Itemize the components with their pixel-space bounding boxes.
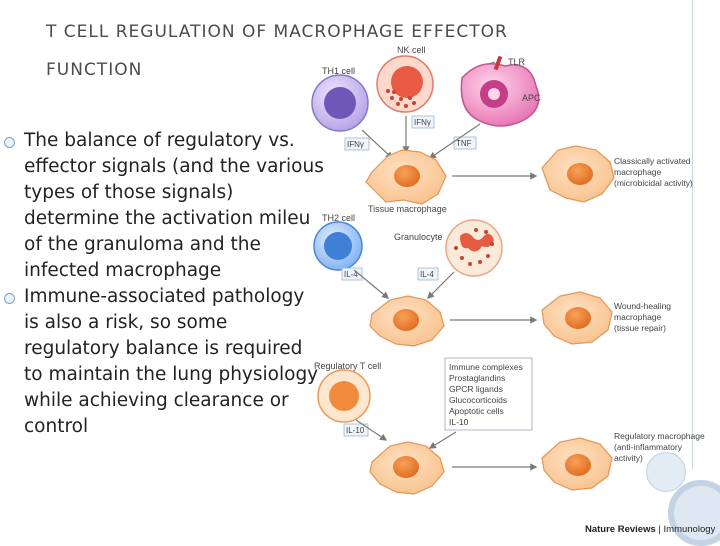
classical-outcome-line3: (microbicidal activity) xyxy=(614,178,693,188)
il4-box-b xyxy=(417,267,439,281)
tnf-label: TNF xyxy=(456,139,472,148)
slide-title: T CELL REGULATION OF MACROPHAGE EFFECTOR… xyxy=(46,18,606,84)
tissue-macrophage-label: Tissue macrophage xyxy=(368,204,447,214)
regulatory-outcome-line3: activity) xyxy=(614,453,643,463)
ifng-top-label: IFNγ xyxy=(414,118,431,127)
wound-outcome-line3: (tissue repair) xyxy=(614,323,666,333)
classical-outcome-line2: macrophage xyxy=(614,167,662,177)
classical-macrophage-icon xyxy=(541,145,615,203)
th1-cell-label: TH1 cell xyxy=(322,66,355,76)
tnf-box xyxy=(453,136,477,150)
apc-label: APC xyxy=(522,93,541,103)
il4-label-b: IL-4 xyxy=(420,270,434,279)
tissue-macrophage-3-icon xyxy=(369,441,445,495)
ifng-left-box xyxy=(344,137,370,151)
wound-outcome-line1: Wound-healing xyxy=(614,301,671,311)
credit-section: | Immunology xyxy=(658,524,716,535)
bullet-icon xyxy=(4,137,15,148)
stimulus-item: IL-10 xyxy=(449,417,469,427)
nk-cell-icon xyxy=(376,55,434,113)
il4-label-a: IL-4 xyxy=(344,270,358,279)
figure-credit: Nature Reviews | Immunology xyxy=(585,524,715,535)
ifng-left-label: IFNγ xyxy=(347,140,364,149)
bullet-icon xyxy=(4,293,15,304)
slide-title-line2: FUNCTION xyxy=(46,60,143,80)
stimulus-item: Apoptotic cells xyxy=(449,406,504,416)
ifng-top-box xyxy=(411,115,435,129)
apc-cell-icon xyxy=(460,55,540,127)
th1-cell-icon xyxy=(311,74,369,132)
credit-journal: Nature Reviews xyxy=(585,524,656,535)
stimulus-item: GPCR ligands xyxy=(449,384,503,394)
bullet-text: The balance of regulatory vs. effector s… xyxy=(24,130,324,281)
il4-box-a xyxy=(341,267,363,281)
th2-cell-label: TH2 cell xyxy=(322,213,355,223)
stimulus-item: Immune complexes xyxy=(449,362,523,372)
decor-circle-small xyxy=(646,452,686,492)
nk-cell-label: NK cell xyxy=(397,45,426,55)
il10-box xyxy=(343,423,369,437)
regulatory-outcome-line2: (anti-inflammatory xyxy=(614,442,683,452)
classical-outcome-line1: Classically activated xyxy=(614,156,691,166)
bullet-text: Immune-associated pathology is also a ri… xyxy=(24,286,319,437)
granulocyte-icon xyxy=(445,219,503,277)
regulatory-stimuli-box xyxy=(444,357,533,431)
wound-healing-macrophage-icon xyxy=(541,291,613,345)
regulatory-outcome-line1: Regulatory macrophage xyxy=(614,431,705,441)
bullet-item: Immune-associated pathology is also a ri… xyxy=(4,284,324,440)
tissue-macrophage-2-icon xyxy=(369,295,445,347)
bullet-list: The balance of regulatory vs. effector s… xyxy=(4,128,324,440)
regulatory-macrophage-icon xyxy=(541,437,613,491)
tlr-label: TLR xyxy=(508,57,526,67)
tissue-macrophage-icon xyxy=(365,149,447,205)
il10-label: IL-10 xyxy=(346,426,365,435)
stimulus-item: Prostaglandins xyxy=(449,373,505,383)
stimulus-item: Glucocorticoids xyxy=(449,395,507,405)
slide-title-line1: T CELL REGULATION OF MACROPHAGE EFFECTOR xyxy=(46,22,508,42)
wound-outcome-line2: macrophage xyxy=(614,312,662,322)
granulocyte-label: Granulocyte xyxy=(394,232,443,242)
treg-label: Regulatory T cell xyxy=(314,361,381,371)
th2-cell-icon xyxy=(313,221,363,271)
bullet-item: The balance of regulatory vs. effector s… xyxy=(4,128,324,284)
regulatory-t-cell-icon xyxy=(317,369,371,423)
slide-divider-line xyxy=(692,0,693,470)
